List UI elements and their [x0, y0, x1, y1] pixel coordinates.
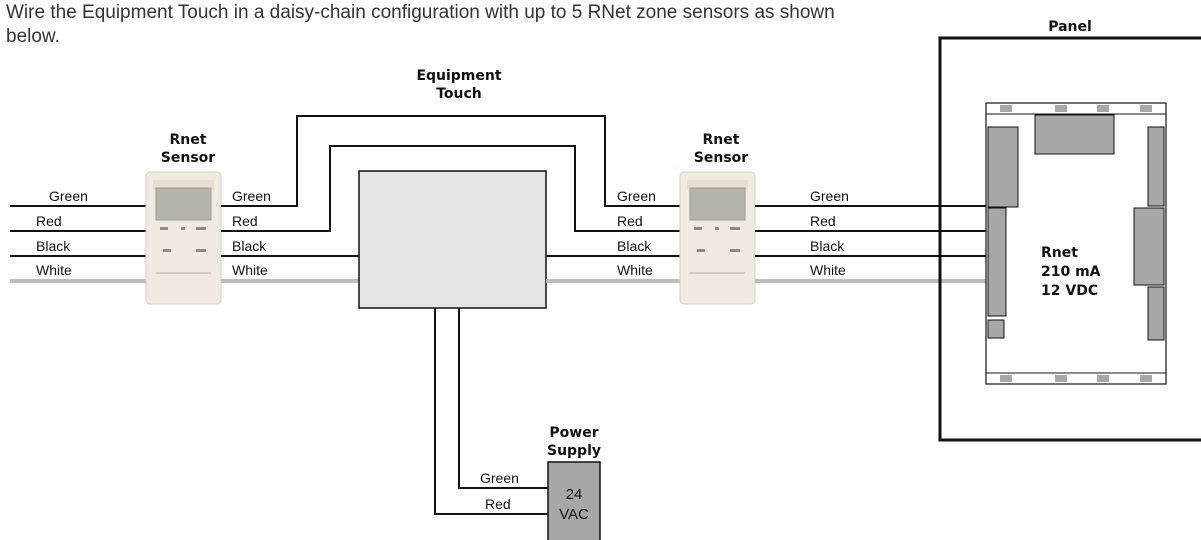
power-title-2: Supply	[547, 443, 601, 459]
wire-label-red: Red	[36, 213, 62, 229]
power-voltage-1: 24	[566, 486, 583, 503]
power-voltage-2: VAC	[559, 506, 589, 523]
equipment-title-1: Equipment	[416, 68, 501, 84]
wire-label-white-3: White	[617, 262, 653, 278]
sensor-right-title-1: Rnet	[703, 132, 740, 148]
panel-rnet-spec: Rnet 210 mA 12 VDC	[1041, 245, 1101, 299]
mid-right-wires	[546, 255, 680, 283]
wire-label-red-2: Red	[232, 213, 258, 229]
mid-right-labels: Green Red Black White	[617, 188, 656, 278]
panel-wire-labels: Green Red Black White	[810, 188, 849, 278]
power-title-1: Power	[549, 425, 598, 441]
panel-spec-line-1: Rnet	[1041, 245, 1078, 261]
left-input-labels: Green Red Black White	[36, 188, 88, 278]
sensor-left-title-1: Rnet	[170, 132, 207, 148]
panel-wires	[755, 205, 988, 283]
mid-left-labels: Green Red Black White	[232, 188, 271, 278]
panel-enclosure	[938, 36, 1201, 442]
intro-text: Wire the Equipment Touch in a daisy-chai…	[6, 2, 835, 47]
wire-label-black: Black	[36, 238, 71, 254]
wire-label-black-4: Black	[810, 238, 845, 254]
wire-label-red-5: Red	[485, 496, 511, 512]
panel-spec-line-3: 12 VDC	[1041, 283, 1098, 299]
wire-label-green-5: Green	[480, 470, 519, 486]
controller-board	[985, 102, 1167, 385]
rnet-sensor-left	[145, 171, 222, 305]
wire-label-red-3: Red	[617, 213, 643, 229]
left-input-wires	[10, 205, 146, 283]
wire-label-green-3: Green	[617, 188, 656, 204]
sensor-left-title-2: Sensor	[161, 150, 215, 166]
power-wires	[434, 308, 548, 515]
wire-label-white-2: White	[232, 262, 268, 278]
equipment-touch-box	[358, 170, 547, 309]
wire-label-black-2: Black	[232, 238, 267, 254]
wire-label-black-3: Black	[617, 238, 652, 254]
power-supply-box	[547, 461, 601, 540]
power-wire-labels: Green Red	[480, 470, 519, 512]
wire-label-white-4: White	[810, 262, 846, 278]
wire-label-white: White	[36, 262, 72, 278]
equipment-title-2: Touch	[436, 86, 482, 102]
sensor-right-title-2: Sensor	[694, 150, 748, 166]
panel-spec-line-2: 210 mA	[1041, 264, 1101, 280]
wire-label-green: Green	[49, 188, 88, 204]
wire-label-red-4: Red	[810, 213, 836, 229]
mid-left-wires	[221, 115, 680, 283]
rnet-sensor-right	[679, 171, 756, 305]
wire-label-green-4: Green	[810, 188, 849, 204]
wire-label-green-2: Green	[232, 188, 271, 204]
panel-title: Panel	[1048, 19, 1092, 35]
